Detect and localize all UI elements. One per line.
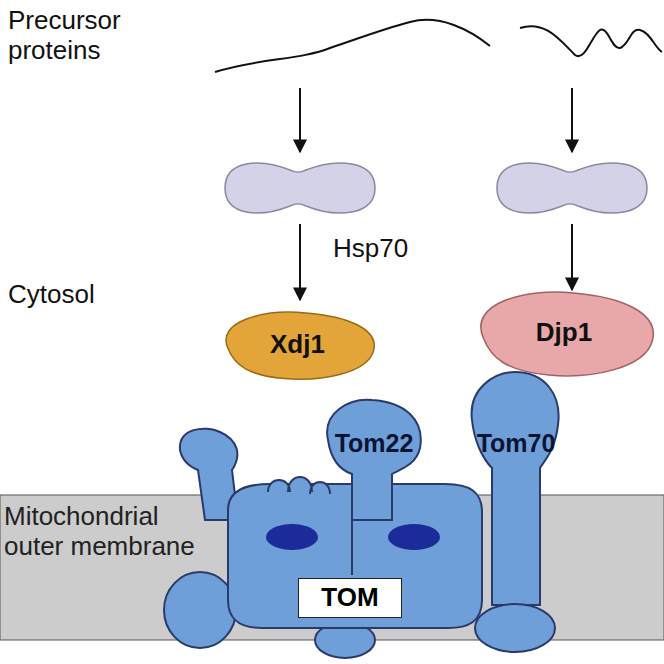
node-text: Tom70	[477, 429, 556, 458]
tom70-base	[475, 604, 555, 652]
node-text: Mitochondrial outer membrane	[4, 502, 209, 562]
precursor-chain	[215, 20, 490, 72]
tom70-label: Tom70	[468, 424, 564, 462]
hsp70-shape	[225, 163, 375, 213]
djp1-blob: Djp1	[468, 283, 660, 383]
tom22-label: Tom22	[322, 424, 426, 462]
arrow	[299, 88, 301, 152]
tom-subunit	[164, 572, 236, 648]
xdj1-blob: Xdj1	[215, 305, 380, 385]
arrow	[571, 88, 573, 152]
arrow	[299, 224, 301, 300]
hsp70-label: Hsp70	[333, 234, 443, 264]
node-text: Xdj1	[270, 330, 325, 360]
tom-box: TOM	[298, 578, 402, 618]
cytosol-label: Cytosol	[8, 280, 148, 310]
node-text: TOM	[321, 583, 378, 613]
membrane-band-label: Mitochondrial outer membrane	[4, 502, 209, 602]
precursor-chain	[520, 26, 662, 56]
node-text: Djp1	[536, 318, 592, 348]
node-text: Tom22	[335, 429, 414, 458]
tom-small-subunit	[268, 477, 330, 494]
tom22-shape	[327, 400, 421, 520]
precursor-label: Precursor proteins	[8, 6, 178, 66]
hsp70-shape	[497, 163, 647, 213]
pore	[266, 524, 318, 550]
tom70-shape	[472, 372, 559, 605]
complex-seam	[351, 520, 353, 575]
pore	[388, 524, 440, 550]
arrow	[571, 224, 573, 290]
